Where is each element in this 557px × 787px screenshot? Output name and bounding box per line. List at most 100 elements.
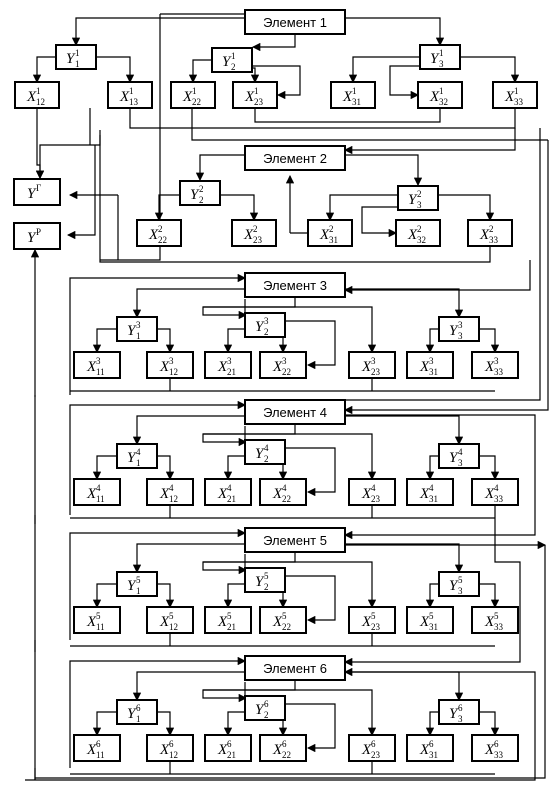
connector-line	[71, 17, 245, 47]
svg-text:4: 4	[282, 483, 287, 493]
element-5-x22-label: X	[272, 614, 283, 630]
connector-line	[479, 583, 500, 609]
connector-line	[343, 140, 549, 415]
element-2-y3-label: Y	[408, 192, 418, 208]
element-4-x21-label: X	[217, 486, 228, 502]
svg-text:6: 6	[429, 739, 434, 749]
connector-line	[345, 154, 423, 187]
svg-text:33: 33	[494, 622, 504, 632]
connector-line	[132, 288, 245, 319]
svg-text:22: 22	[282, 622, 291, 632]
element-3-y3-label: Y	[449, 323, 459, 339]
svg-text:1: 1	[514, 86, 519, 96]
connector-line	[92, 328, 117, 354]
svg-text:3: 3	[458, 586, 463, 596]
element-2-box-label: Элемент 2	[263, 151, 327, 166]
svg-text:2: 2	[417, 224, 422, 234]
connector-line	[129, 108, 516, 129]
svg-text:2: 2	[253, 224, 258, 234]
connector-line	[92, 455, 117, 481]
connector-line	[285, 575, 336, 625]
connector-line	[479, 328, 500, 354]
svg-text:6: 6	[494, 739, 499, 749]
svg-text:12: 12	[169, 367, 178, 377]
svg-text:3: 3	[227, 356, 232, 366]
svg-text:23: 23	[371, 494, 381, 504]
svg-text:1: 1	[231, 51, 236, 61]
svg-text:3: 3	[458, 714, 463, 724]
element-5-box: Элемент 5	[244, 527, 346, 553]
element-6-box: Элемент 6	[244, 655, 346, 681]
connector-line	[35, 545, 546, 779]
svg-text:1: 1	[192, 86, 197, 96]
svg-text:31: 31	[429, 622, 438, 632]
svg-text:32: 32	[439, 97, 448, 107]
connector-line	[69, 656, 247, 768]
element-1-x22-label: X	[182, 89, 193, 105]
connector-line	[479, 455, 500, 481]
svg-text:11: 11	[96, 367, 105, 377]
element-4-box: Элемент 4	[244, 399, 346, 425]
element-3-x31-label: X	[419, 359, 430, 375]
connector-line	[438, 194, 495, 222]
svg-text:21: 21	[227, 622, 236, 632]
element-6-x23-label: X	[361, 742, 372, 758]
svg-text:11: 11	[96, 750, 105, 760]
svg-text:2: 2	[264, 582, 269, 592]
svg-text:3: 3	[282, 356, 287, 366]
element-3-x11-label: X	[86, 359, 97, 375]
svg-text:21: 21	[227, 494, 236, 504]
connector-line	[361, 206, 398, 238]
element-2-y2-label: Y	[190, 187, 200, 203]
element-5-x33-label: X	[484, 614, 495, 630]
svg-text:22: 22	[282, 494, 291, 504]
connector-line	[220, 194, 259, 222]
element-5-x12-label: X	[159, 614, 170, 630]
svg-text:1: 1	[36, 86, 41, 96]
svg-text:1: 1	[352, 86, 357, 96]
svg-text:2: 2	[199, 195, 204, 205]
svg-text:1: 1	[75, 59, 80, 69]
element-5-box-label: Элемент 5	[263, 533, 327, 548]
svg-text:23: 23	[371, 367, 381, 377]
element-4-x23-label: X	[361, 486, 372, 502]
connector-line	[223, 455, 245, 481]
svg-text:2: 2	[417, 189, 422, 199]
connector-line	[251, 34, 296, 52]
svg-text:1: 1	[439, 86, 444, 96]
connector-line	[460, 56, 520, 84]
svg-text:31: 31	[329, 235, 338, 245]
element-4-y1-label: Y	[127, 450, 137, 466]
connector-line	[92, 583, 117, 609]
svg-text:6: 6	[458, 703, 463, 713]
connector-line	[188, 59, 212, 84]
connector-line	[345, 288, 464, 319]
element-1-x33-label: X	[504, 89, 515, 105]
element-6-y1-label: Y	[127, 706, 137, 722]
svg-text:32: 32	[417, 235, 426, 245]
svg-text:23: 23	[371, 622, 381, 632]
svg-text:1: 1	[136, 458, 141, 468]
